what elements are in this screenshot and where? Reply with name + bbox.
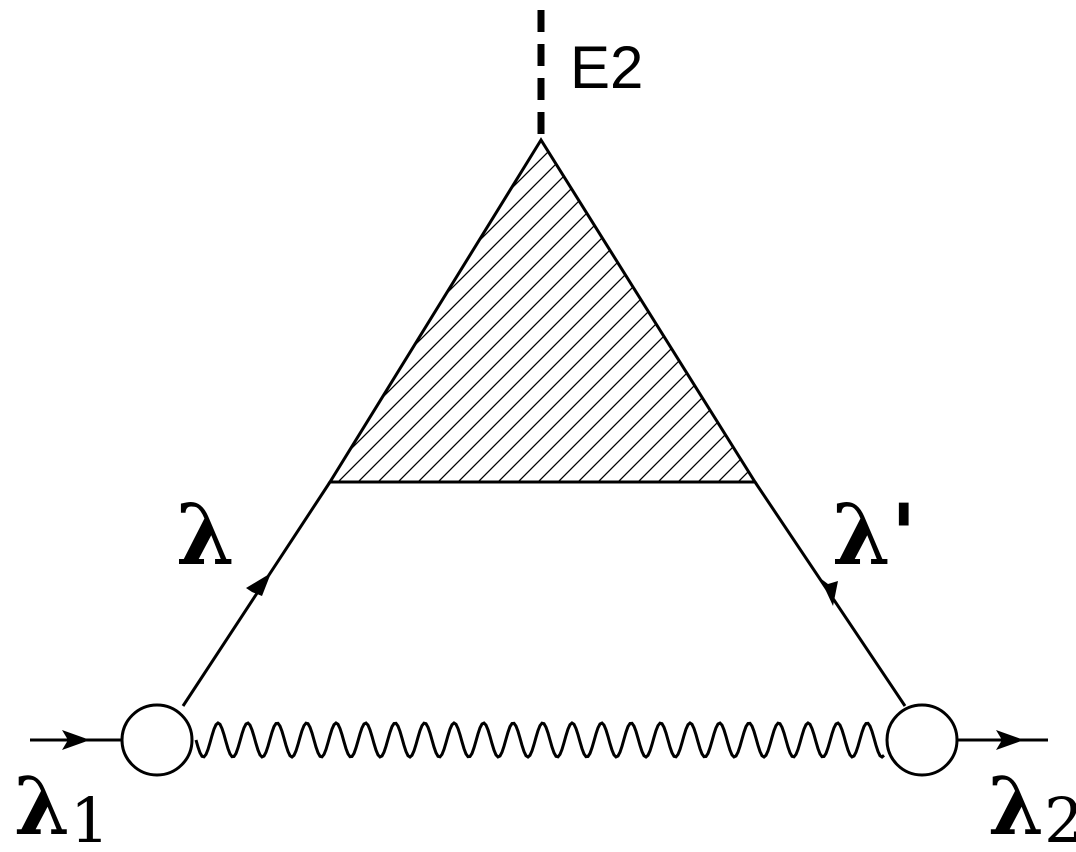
hatched-vertex-triangle bbox=[327, 137, 758, 484]
right-arrow-icon bbox=[820, 578, 838, 606]
lambda-1-label: λ1 bbox=[14, 759, 110, 852]
left-arrow-icon bbox=[246, 573, 271, 596]
lambda-prime-label: λ' bbox=[832, 485, 917, 584]
lambda-2-subscript: 2 bbox=[1044, 784, 1076, 852]
lambda-2-symbol: λ bbox=[988, 759, 1044, 852]
right-vertex-circle bbox=[885, 703, 959, 777]
e2-label: E2 bbox=[570, 34, 643, 101]
left-vertex-circle bbox=[120, 703, 194, 777]
left-propagator-line bbox=[181, 481, 332, 707]
lambda-label: λ bbox=[176, 485, 235, 584]
lambda-1-symbol: λ bbox=[14, 759, 70, 852]
outgoing-arrow-icon bbox=[996, 730, 1024, 750]
lambda-2-label: λ2 bbox=[988, 759, 1076, 852]
incoming-arrow-icon bbox=[62, 730, 90, 750]
lambda-1-subscript: 1 bbox=[70, 784, 109, 852]
photon-wavy-line bbox=[194, 721, 885, 759]
